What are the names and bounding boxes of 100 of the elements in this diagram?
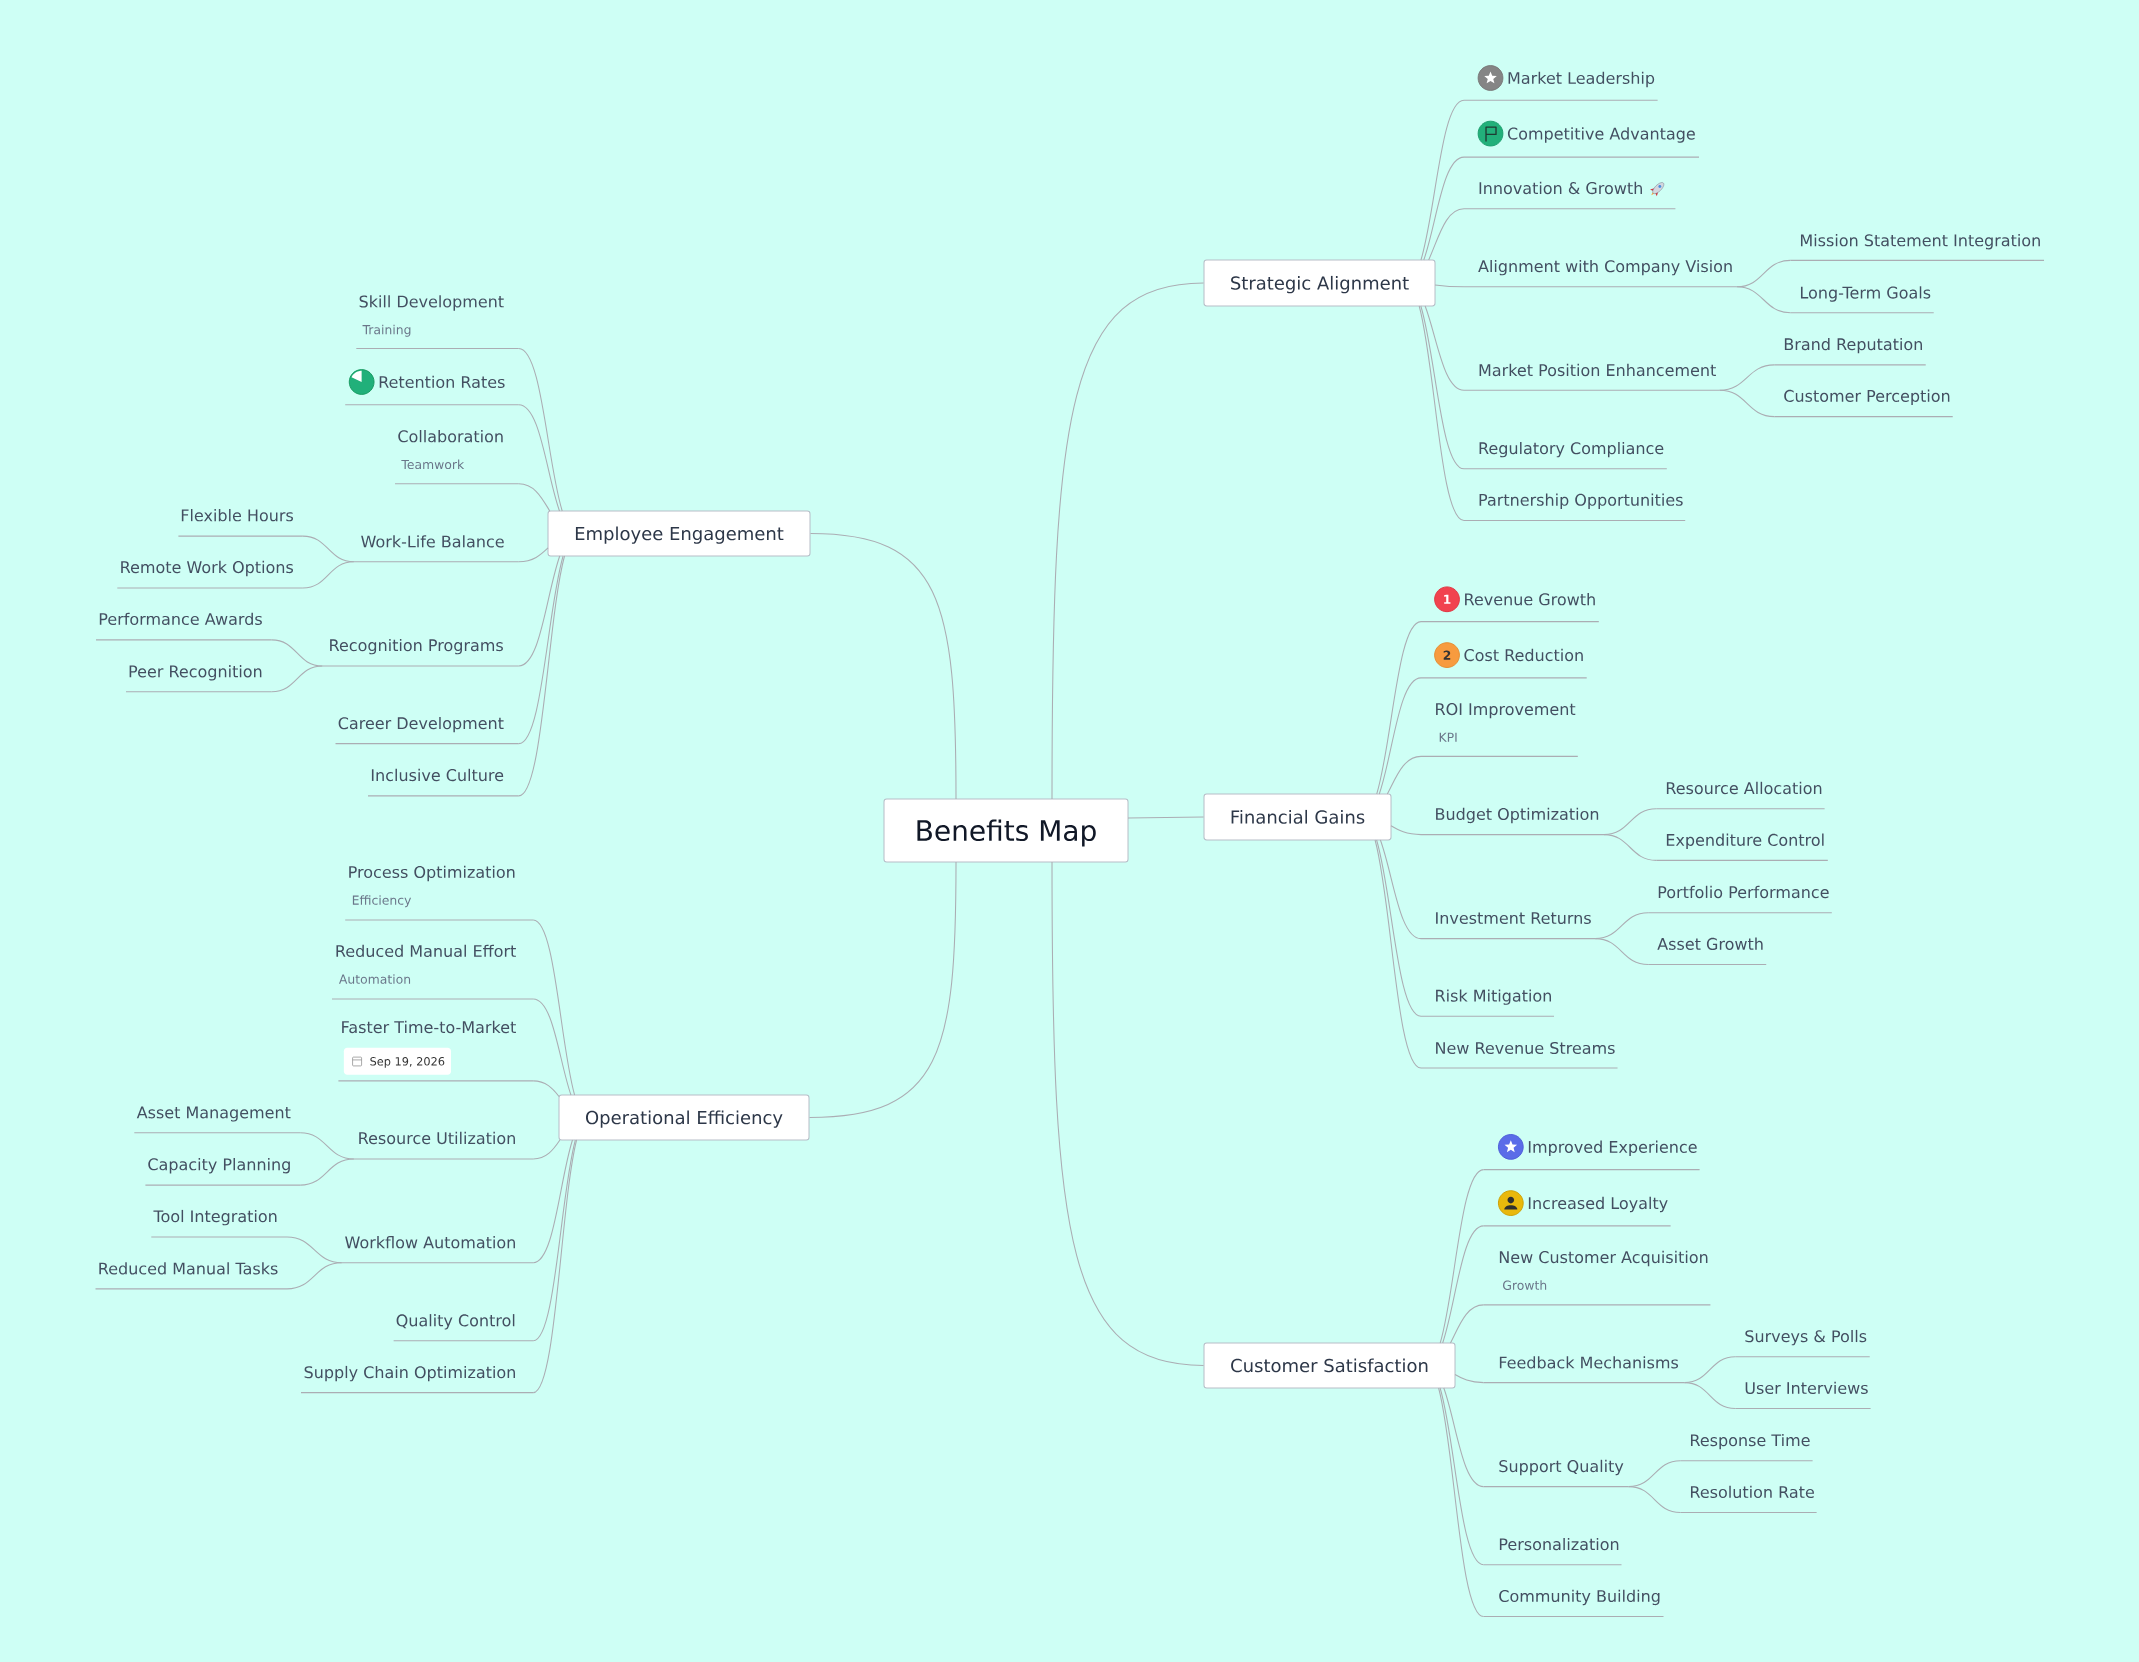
- topic-label: Retention Rates: [379, 375, 505, 389]
- topic-label: Asset Growth: [1657, 937, 1763, 950]
- topic-label: New Revenue Streams: [1436, 1041, 1615, 1055]
- branch-line: [1379, 839, 1422, 940]
- topic-label: Surveys & Polls: [1745, 1329, 1867, 1346]
- branch-line: [1628, 1486, 1681, 1514]
- branch-line: [1376, 621, 1422, 795]
- tag-label: Teamwork: [401, 459, 465, 470]
- branch-line: [532, 1139, 576, 1342]
- branch-line: [1736, 286, 1791, 314]
- branch-line: [532, 919, 576, 1096]
- topic-label: Alignment with Company Vision: [1478, 259, 1732, 276]
- branch-line: [532, 1080, 560, 1097]
- topic-label: Brand Reputation: [1784, 337, 1922, 354]
- topic-box: Customer Satisfaction: [1203, 1342, 1456, 1389]
- topic-label: Market Position Enhancement: [1479, 363, 1716, 377]
- branch-line: [532, 998, 572, 1096]
- branch-line: [1438, 1387, 1485, 1618]
- branch-line: [1378, 677, 1422, 795]
- branch-line: [1603, 834, 1657, 861]
- topic-label: Revenue Growth: [1465, 593, 1595, 606]
- branch-line: [518, 547, 549, 563]
- tag-label: Automation: [339, 974, 411, 984]
- topic-box: Strategic Alignment: [1203, 259, 1436, 307]
- topic-label: Work-Life Balance: [361, 535, 504, 548]
- topic-label: User Interviews: [1745, 1381, 1868, 1395]
- topic-label: Personalization: [1499, 1537, 1619, 1551]
- branch-line: [1424, 305, 1465, 391]
- branch-line: [1454, 1373, 1485, 1384]
- number-badge: 2: [1434, 642, 1460, 668]
- branch-line: [1719, 364, 1775, 391]
- topic-label: Peer Recognition: [129, 665, 262, 681]
- topic-label: Resource Utilization: [359, 1131, 515, 1145]
- branch-line: [518, 483, 551, 512]
- branch-line: [518, 347, 563, 512]
- topic-box: Operational Efficiency: [558, 1094, 810, 1141]
- branch-line: [302, 561, 355, 589]
- branch-line: [518, 404, 561, 512]
- topic-label: Quality Control: [396, 1314, 515, 1330]
- topic-label: Portfolio Performance: [1658, 885, 1829, 899]
- topic-label: Community Building: [1499, 1589, 1660, 1606]
- topic-label: Remote Work Options: [121, 560, 293, 577]
- topic-label: Cost Reduction: [1464, 648, 1583, 662]
- topic-label: Risk Mitigation: [1436, 989, 1551, 1005]
- topic-label: Asset Management: [136, 1106, 291, 1122]
- topic-label: Supply Chain Optimization: [304, 1365, 515, 1382]
- branch-line: [1051, 861, 1205, 1367]
- topic-label: Increased Loyalty: [1528, 1196, 1668, 1213]
- topic-label: Career Development: [338, 716, 504, 733]
- topic-label: Customer Perception: [1784, 389, 1950, 406]
- topic-box: Financial Gains: [1203, 793, 1392, 841]
- topic-label: Collaboration: [398, 430, 503, 443]
- topic-label: Inclusive Culture: [371, 768, 504, 782]
- branch-line: [286, 1262, 343, 1290]
- branch-line: [1684, 1382, 1736, 1410]
- branch-line: [271, 665, 323, 693]
- branch-line: [1386, 755, 1422, 795]
- topic-box: Employee Engagement: [547, 510, 811, 557]
- topic-label: Resolution Rate: [1691, 1485, 1814, 1499]
- topic-label: Resource Allocation: [1666, 781, 1822, 795]
- topic-label: Capacity Planning: [148, 1158, 290, 1174]
- topic-label: Reduced Manual Tasks: [99, 1262, 278, 1275]
- branch-line: [532, 1139, 574, 1264]
- branch-line: [809, 532, 957, 800]
- branch-line: [1051, 282, 1205, 800]
- branch-line: [1418, 305, 1465, 522]
- topic-label: Long-Term Goals: [1801, 286, 1931, 302]
- topic-label: Investment Returns: [1436, 912, 1591, 925]
- branch-line: [1127, 816, 1205, 819]
- topic-label: Tool Integration: [153, 1209, 277, 1226]
- topic-label: Response Time: [1691, 1433, 1810, 1450]
- number-badge: 1: [1434, 586, 1460, 613]
- branch-line: [518, 555, 564, 745]
- branch-line: [299, 1158, 355, 1186]
- topic-label: Innovation & Growth: [1479, 181, 1642, 195]
- branch-line: [1719, 389, 1775, 418]
- branch-line: [1443, 1387, 1485, 1488]
- topic-label: Workflow Automation: [345, 1236, 515, 1249]
- branch-line: [271, 639, 323, 667]
- topic-label: Expenditure Control: [1666, 833, 1824, 850]
- topic-label: Recognition Programs: [330, 638, 503, 655]
- topic-label: Flexible Hours: [181, 509, 293, 522]
- branch-line: [1439, 1169, 1485, 1344]
- branch-line: [518, 555, 566, 797]
- tag-label: Growth: [1503, 1280, 1547, 1290]
- tag-label: Training: [362, 324, 411, 337]
- branch-line: [1434, 284, 1465, 288]
- branch-line: [1390, 825, 1422, 836]
- topic-label: Feedback Mechanisms: [1499, 1356, 1679, 1369]
- topic-label: Improved Experience: [1528, 1140, 1697, 1157]
- topic-label: Skill Development: [359, 295, 504, 311]
- branch-line: [808, 861, 957, 1119]
- topic-label: Faster Time-to-Market: [342, 1020, 516, 1034]
- topic-label: Budget Optimization: [1436, 807, 1599, 824]
- branch-line: [1376, 839, 1422, 1017]
- tag-label: KPI: [1439, 732, 1457, 742]
- branch-line: [1423, 156, 1465, 261]
- branch-line: [532, 1139, 561, 1160]
- topic-label: Partnership Opportunities: [1479, 493, 1683, 509]
- topic-label: ROI Improvement: [1436, 703, 1576, 719]
